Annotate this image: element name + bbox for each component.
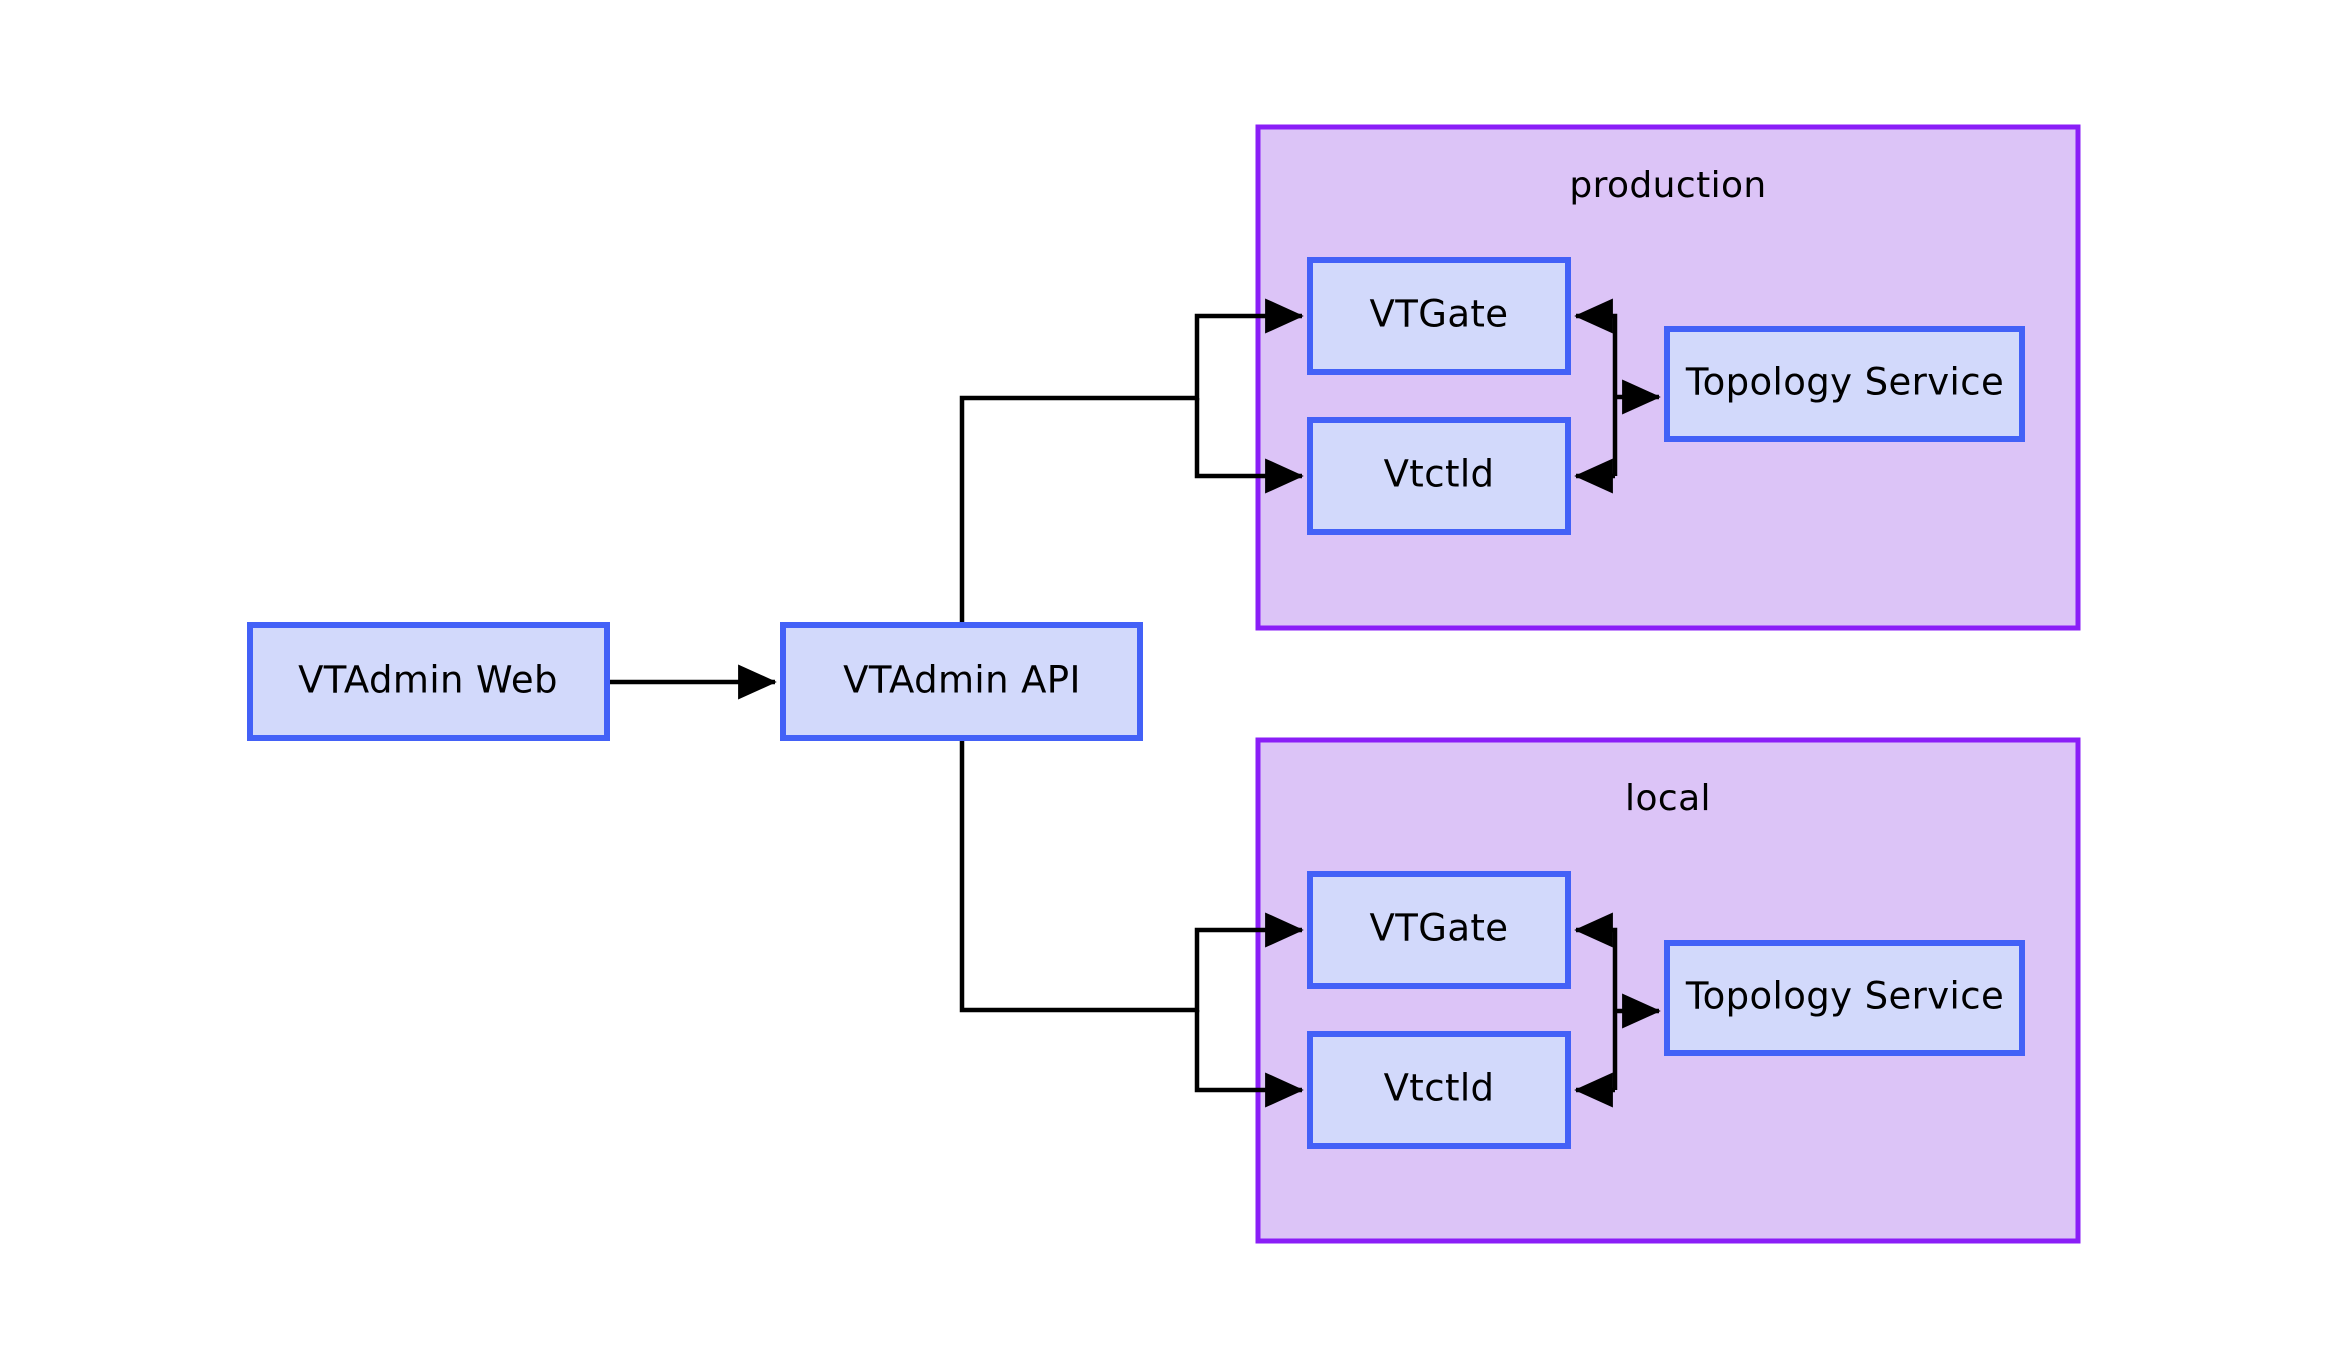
node-production-vtgate[interactable]: VTGate [1307,257,1571,375]
edge-local-topology-to-vtgate [1574,912,1618,1090]
node-local-vtgate[interactable]: VTGate [1307,871,1571,989]
edge-production-topology-to-vtgate [1574,298,1618,476]
node-local-topology-service-rect[interactable] [1664,940,2025,1056]
node-production-vtctld-rect[interactable] [1307,417,1571,535]
node-vtadmin-api[interactable]: VTAdmin API [780,622,1143,741]
node-production-topology-service-label: Topology Service [1685,361,2004,404]
node-local-vtctld-label: Vtctld [1384,1067,1495,1110]
node-vtadmin-web-rect[interactable] [247,622,610,741]
node-production-vtgate-rect[interactable] [1307,257,1571,375]
node-production-topology-service[interactable]: Topology Service [1664,326,2025,442]
node-production-topology-service-rect[interactable] [1664,326,2025,442]
cluster-local-label: local [1625,778,1711,819]
node-vtadmin-api-rect[interactable] [780,622,1143,741]
edge-api-to-local-vtctld [1194,1010,1304,1108]
node-local-topology-service[interactable]: Topology Service [1664,940,2025,1056]
node-vtadmin-web-label: VTAdmin Web [298,659,558,702]
node-vtadmin-web[interactable]: VTAdmin Web [247,622,610,741]
node-vtadmin-api-label: VTAdmin API [843,659,1081,702]
node-production-vtctld-label: Vtctld [1384,453,1495,496]
node-production-vtgate-label: VTGate [1370,293,1509,336]
node-local-vtctld[interactable]: Vtctld [1307,1031,1571,1149]
edge-api-to-production-vtgate [959,298,1304,625]
node-local-topology-service-label: Topology Service [1685,975,2004,1018]
edge-group [607,298,1661,1108]
node-local-vtgate-label: VTGate [1370,907,1509,950]
node-local-vtctld-rect[interactable] [1307,1031,1571,1149]
edge-api-to-production-vtctld [1194,398,1304,494]
edge-api-to-local-vtgate [959,738,1304,1013]
node-production-vtctld[interactable]: Vtctld [1307,417,1571,535]
node-local-vtgate-rect[interactable] [1307,871,1571,989]
cluster-production-label: production [1569,165,1766,206]
